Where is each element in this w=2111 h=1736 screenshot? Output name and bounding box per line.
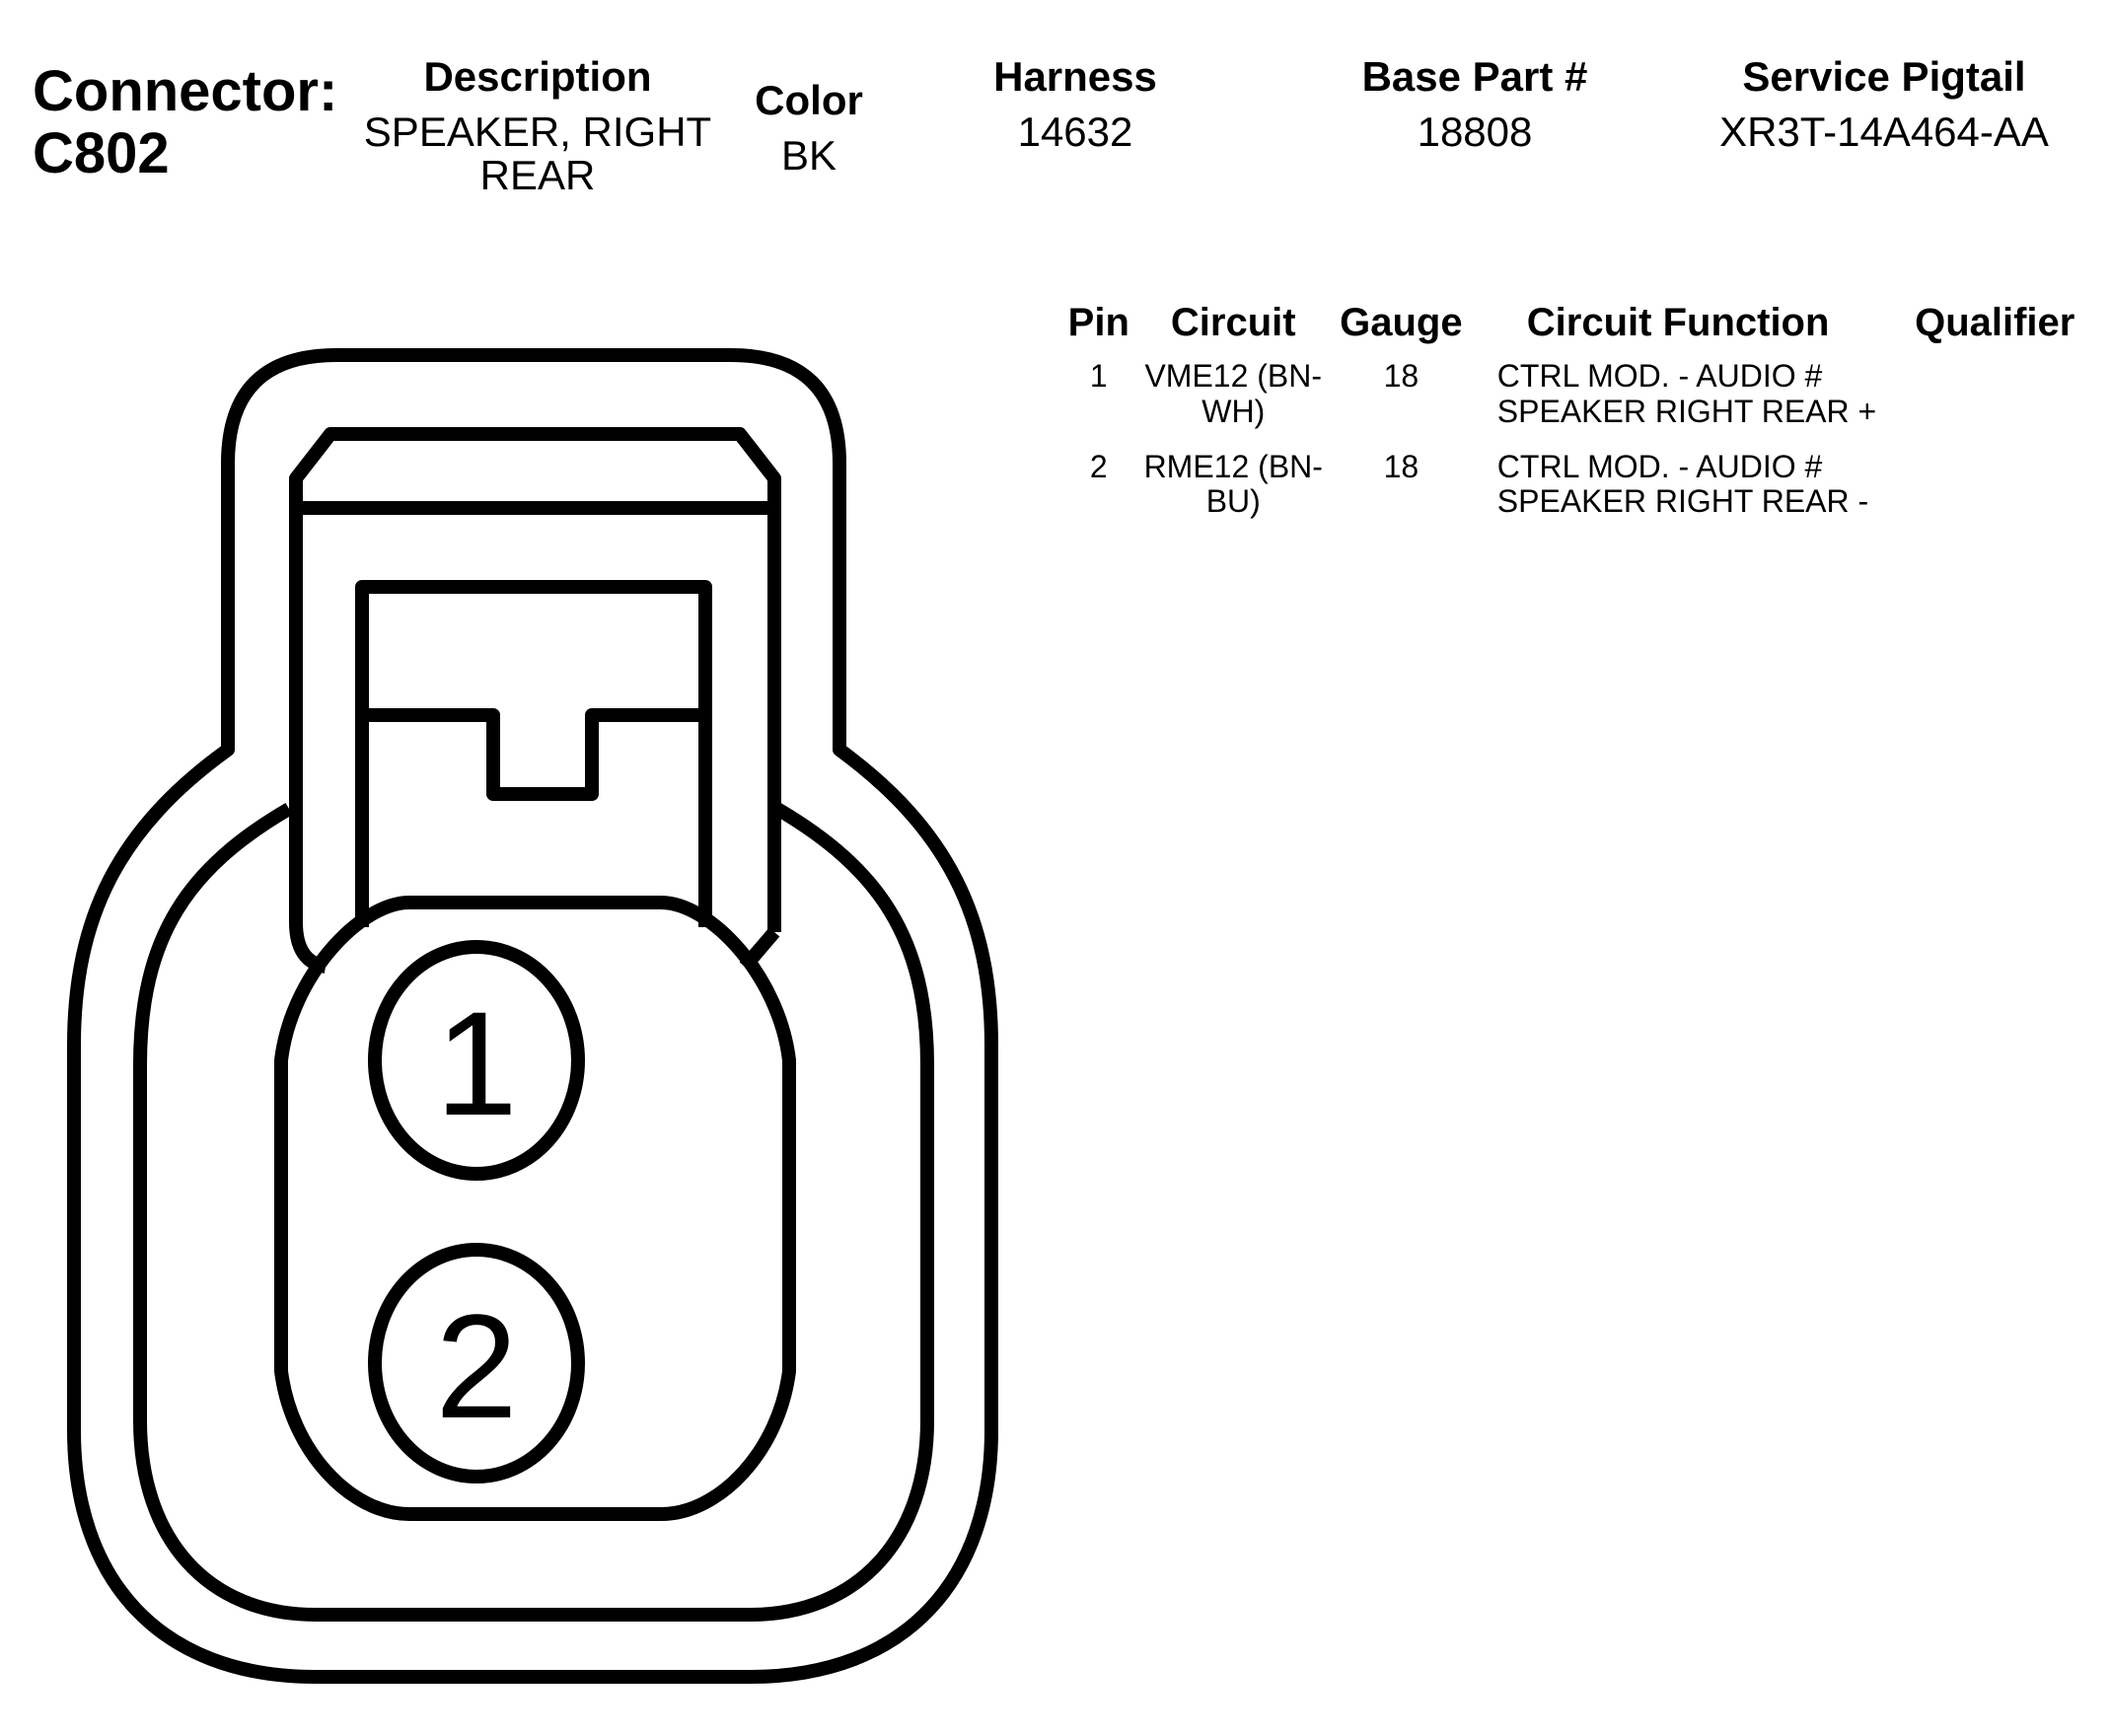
harness-title: Harness [993, 53, 1157, 100]
connector-face-diagram: 1 2 [67, 348, 998, 1684]
pin-1-cavity [368, 940, 585, 1181]
circuit-function: CTRL MOD. - AUDIO # SPEAKER RIGHT REAR - [1496, 448, 1869, 520]
base-part-title: Base Part # [1361, 53, 1588, 100]
pin-1-label: 1 [435, 980, 517, 1146]
description-header: Description SPEAKER, RIGHT REAR [350, 53, 725, 199]
pin-table-header-row: Pin Circuit Gauge Circuit Function Quali… [1056, 301, 2111, 353]
latch-notch [362, 708, 705, 801]
base-part-value: 18808 [1417, 108, 1533, 156]
pin-number: 1 [1089, 358, 1108, 394]
service-pigtail-header: Service Pigtail XR3T-14A464-AA [1677, 53, 2091, 156]
pin-number: 2 [1089, 448, 1108, 484]
pin-table: Pin Circuit Gauge Circuit Function Quali… [1056, 301, 2111, 534]
pin-face [274, 896, 796, 1521]
connector-id: C802 [33, 120, 170, 185]
locking-tab [289, 427, 781, 932]
circuit-function: CTRL MOD. - AUDIO # SPEAKER RIGHT REAR + [1496, 358, 1877, 429]
connector-title: Connector: C802 [33, 59, 338, 185]
base-part-header: Base Part # 18808 [1327, 53, 1623, 156]
circuit-id: RME12 (BN-BU) [1143, 448, 1323, 520]
circuit-id: VME12 (BN-WH) [1144, 358, 1323, 429]
wire-gauge: 18 [1383, 358, 1419, 394]
table-row: 2 RME12 (BN-BU) 18 CTRL MOD. - AUDIO # S… [1056, 444, 2111, 535]
pin-2-label: 2 [435, 1283, 517, 1449]
color-header: Color BK [730, 77, 888, 180]
description-value: SPEAKER, RIGHT REAR [363, 108, 712, 199]
pin-2-cavity [368, 1243, 585, 1483]
column-header-qualifier: Qualifier [1915, 301, 2075, 344]
column-header-gauge: Gauge [1340, 301, 1463, 344]
connector-label: Connector: [33, 59, 338, 123]
harness-header: Harness 14632 [947, 53, 1203, 156]
column-header-pin: Pin [1067, 301, 1129, 344]
column-header-circuit-function: Circuit Function [1526, 301, 1830, 344]
color-value: BK [780, 132, 837, 180]
wire-gauge: 18 [1383, 448, 1419, 484]
connector-inner-ring [133, 802, 934, 1622]
column-header-circuit: Circuit [1170, 301, 1296, 344]
connector-outer-housing [67, 348, 998, 1684]
description-title: Description [423, 53, 652, 100]
service-pigtail-value: XR3T-14A464-AA [1719, 108, 2049, 156]
table-row: 1 VME12 (BN-WH) 18 CTRL MOD. - AUDIO # S… [1056, 353, 2111, 444]
qualifier [1878, 353, 2111, 444]
harness-value: 14632 [1017, 108, 1133, 156]
latch-window [355, 580, 712, 927]
service-pigtail-title: Service Pigtail [1742, 53, 2026, 100]
qualifier [1878, 444, 2111, 535]
color-title: Color [755, 77, 863, 123]
